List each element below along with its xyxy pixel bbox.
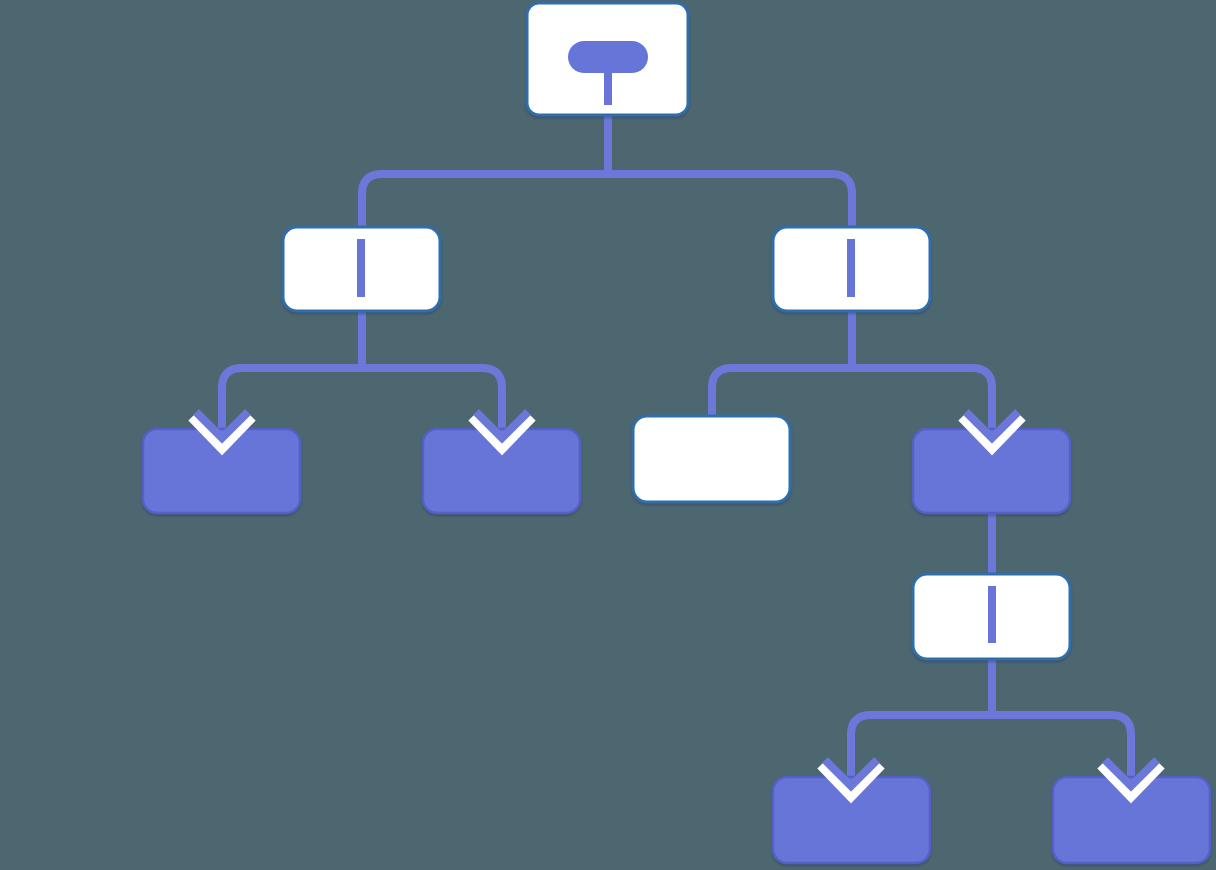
node-root[interactable] (525, 1, 690, 117)
drop-arrow-leaf-d (958, 409, 1026, 456)
node-leaf-e[interactable] (771, 775, 932, 865)
leaf-e-box[interactable] (771, 775, 932, 865)
connectors (218, 108, 1135, 781)
node-branch-left[interactable] (281, 225, 442, 313)
chevron-white-icon (958, 411, 1026, 456)
arrowhead-icon (193, 409, 251, 444)
chevron-white-icon (188, 411, 256, 456)
arrowhead-icon (963, 409, 1021, 444)
leaf-a-box[interactable] (141, 427, 302, 515)
branch-left-bar-icon (357, 239, 365, 297)
connector-branch-bottom-to-leaves (847, 655, 1135, 781)
node-branch-bottom[interactable] (911, 572, 1072, 661)
arrowhead-icon (473, 409, 531, 444)
root-pill-stem-icon (604, 71, 612, 105)
leaf-b-box[interactable] (421, 427, 582, 515)
drop-arrow-leaf-f (1097, 757, 1165, 804)
connector-root-to-branches (358, 108, 856, 232)
drop-arrow-leaf-e (817, 757, 885, 804)
drop-arrows (188, 409, 1165, 804)
arrowhead-icon (1102, 757, 1160, 792)
leaf-c-box[interactable] (631, 414, 792, 504)
chevron-white-icon (1097, 759, 1165, 804)
leaf-d-box[interactable] (911, 427, 1072, 515)
node-leaf-d[interactable] (911, 427, 1072, 515)
chevron-white-icon (468, 411, 536, 456)
drop-arrow-leaf-a (188, 409, 256, 456)
connector-branch-right-to-leaves (708, 306, 996, 433)
chevron-white-icon (817, 759, 885, 804)
branch-right-bar-icon (847, 239, 855, 297)
node-leaf-f[interactable] (1051, 775, 1212, 865)
node-leaf-c[interactable] (631, 414, 792, 504)
node-leaf-b[interactable] (421, 427, 582, 515)
arrowhead-icon (822, 757, 880, 792)
node-leaf-a[interactable] (141, 427, 302, 515)
node-branch-right[interactable] (771, 225, 932, 313)
root-pill-icon (568, 41, 648, 73)
connector-branch-left-to-leaves (218, 306, 506, 433)
branch-bottom-bar-icon (988, 586, 996, 643)
drop-arrow-leaf-b (468, 409, 536, 456)
leaf-f-box[interactable] (1051, 775, 1212, 865)
nodes (141, 1, 1212, 865)
